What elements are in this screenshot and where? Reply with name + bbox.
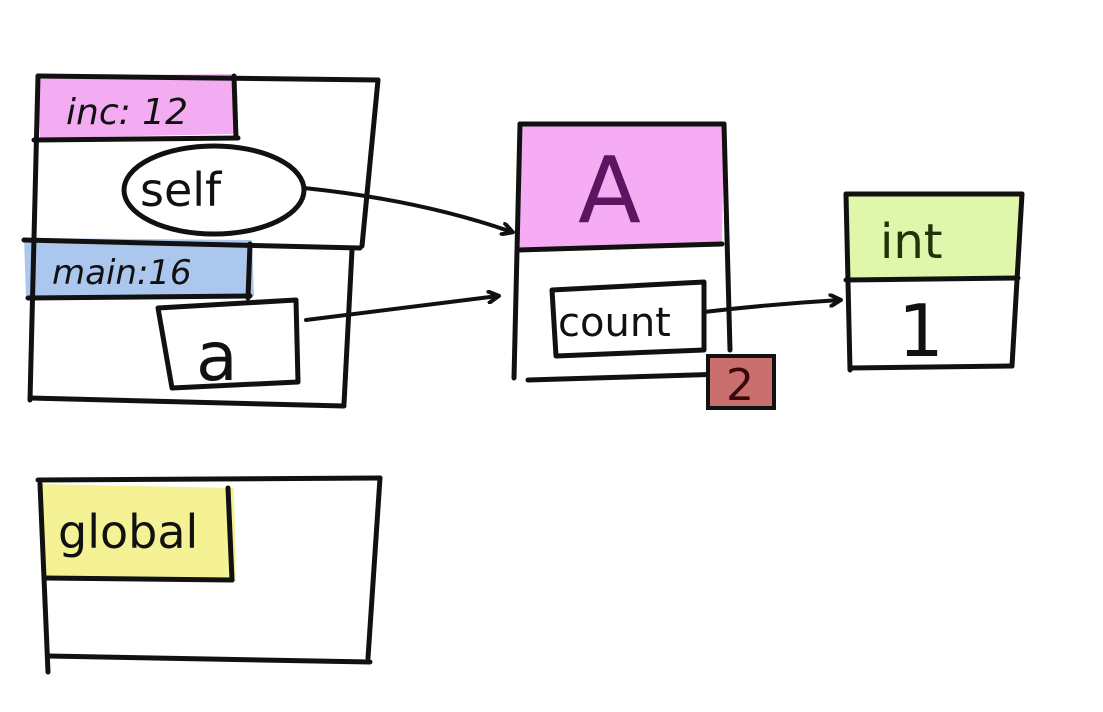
- object-a-header: [518, 124, 724, 252]
- self-variable-label: self: [140, 163, 223, 217]
- arrows: [302, 186, 840, 322]
- int-object: int 1: [843, 191, 1025, 373]
- arrow-self-to-a: [302, 186, 512, 232]
- main-frame-highlight: [24, 238, 254, 298]
- global-frame-highlight: [40, 484, 236, 582]
- refcount-badge: [706, 354, 776, 410]
- global-frame: global: [35, 475, 383, 675]
- object-a-type-label: A: [578, 137, 641, 244]
- a-variable-label: a: [196, 318, 238, 397]
- a-variable-box: [155, 297, 301, 391]
- int-object-header: [846, 194, 1022, 280]
- refcount-value: 2: [726, 360, 754, 411]
- object-a: A count 2: [511, 121, 776, 411]
- count-field-box: [549, 279, 707, 359]
- main-frame-label: main:16: [52, 253, 192, 293]
- inc-frame-label: inc: 12: [66, 92, 188, 133]
- arrow-count-to-int: [702, 300, 840, 314]
- arrow-a-var-to-a: [304, 296, 498, 322]
- int-object-value: 1: [898, 289, 944, 373]
- global-frame-label: global: [58, 505, 198, 559]
- inc-frame-highlight: [38, 74, 236, 138]
- count-field-label: count: [558, 300, 671, 346]
- int-object-type-label: int: [880, 214, 943, 270]
- stack-frames: inc: 12 main:16 self a: [21, 73, 381, 409]
